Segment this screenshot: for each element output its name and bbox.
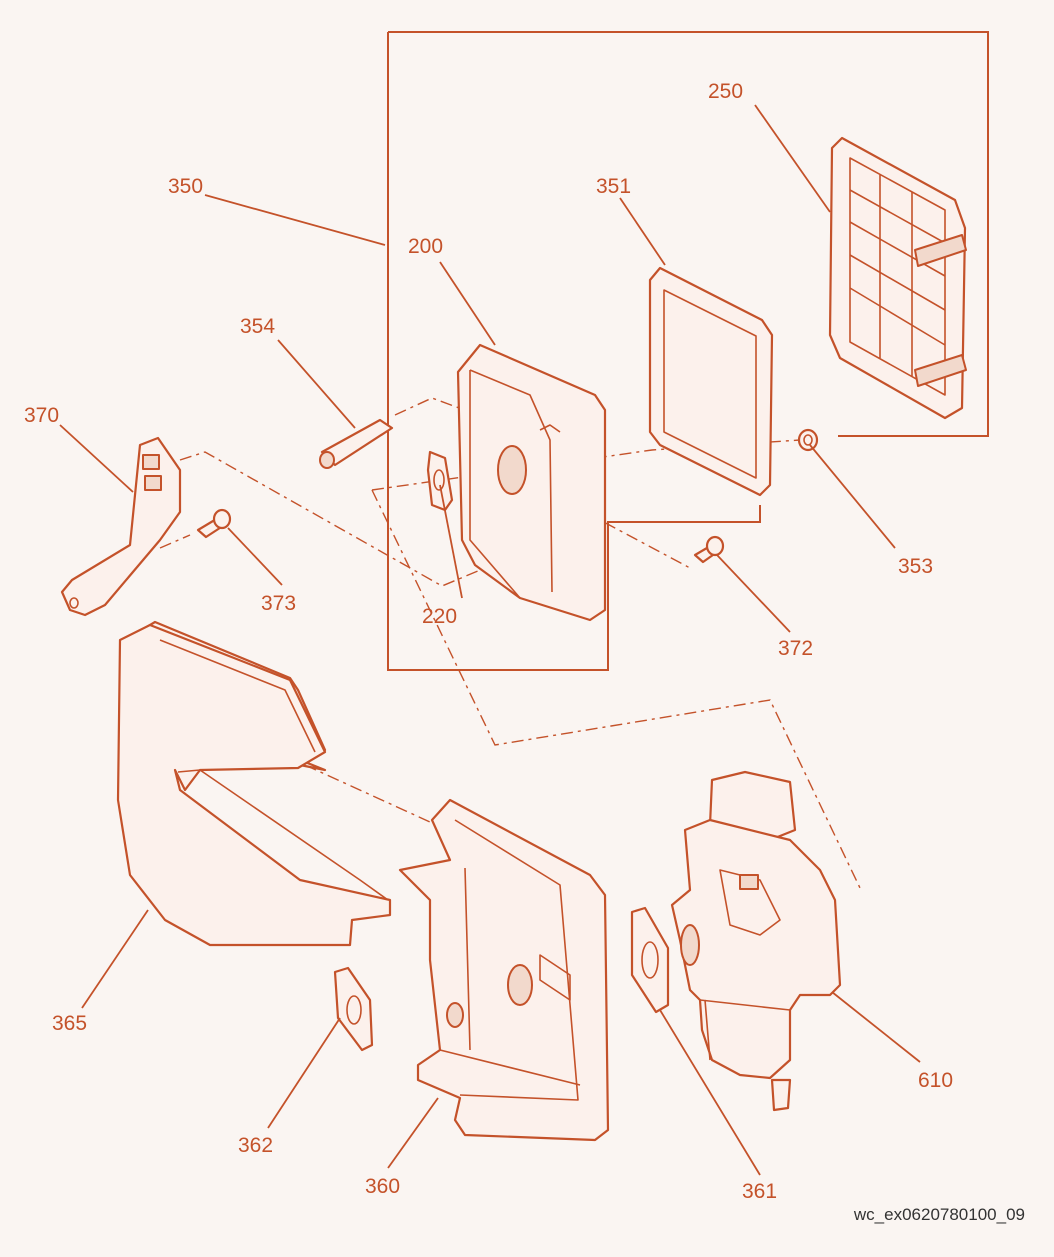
part-373-bolt bbox=[196, 508, 232, 539]
label-351: 351 bbox=[596, 175, 631, 198]
part-610-carburetor bbox=[670, 770, 842, 1112]
label-220: 220 bbox=[422, 605, 457, 628]
label-365: 365 bbox=[52, 1012, 87, 1035]
label-354: 354 bbox=[240, 315, 275, 338]
label-360: 360 bbox=[365, 1175, 400, 1198]
label-373: 373 bbox=[261, 592, 296, 615]
part-372-bolt bbox=[693, 535, 725, 564]
label-200: 200 bbox=[408, 235, 443, 258]
part-362-gasket bbox=[333, 966, 374, 1052]
part-354-pin bbox=[319, 418, 394, 469]
part-370-bracket bbox=[60, 436, 182, 617]
label-610: 610 bbox=[918, 1069, 953, 1092]
label-361: 361 bbox=[742, 1180, 777, 1203]
part-361-gasket bbox=[630, 906, 670, 1014]
label-370: 370 bbox=[24, 404, 59, 427]
part-200-cleaner-base bbox=[456, 343, 607, 622]
part-220-gasket bbox=[426, 450, 454, 512]
part-250-filter-cover bbox=[828, 136, 967, 420]
label-362: 362 bbox=[238, 1134, 273, 1157]
part-365-cover bbox=[116, 620, 392, 947]
part-number-labels: 350 250 351 200 354 370 373 220 353 372 … bbox=[24, 80, 953, 1203]
label-350: 350 bbox=[168, 175, 203, 198]
part-353-nut bbox=[797, 428, 819, 452]
reference-code: wc_ex0620780100_09 bbox=[853, 1205, 1025, 1224]
assembly-350-bracket bbox=[387, 31, 989, 671]
label-250: 250 bbox=[708, 80, 743, 103]
part-360-air-box bbox=[398, 798, 610, 1142]
label-353: 353 bbox=[898, 555, 933, 578]
label-372: 372 bbox=[778, 637, 813, 660]
leader-lines bbox=[59, 104, 921, 1176]
part-351-filter-element bbox=[648, 266, 774, 497]
